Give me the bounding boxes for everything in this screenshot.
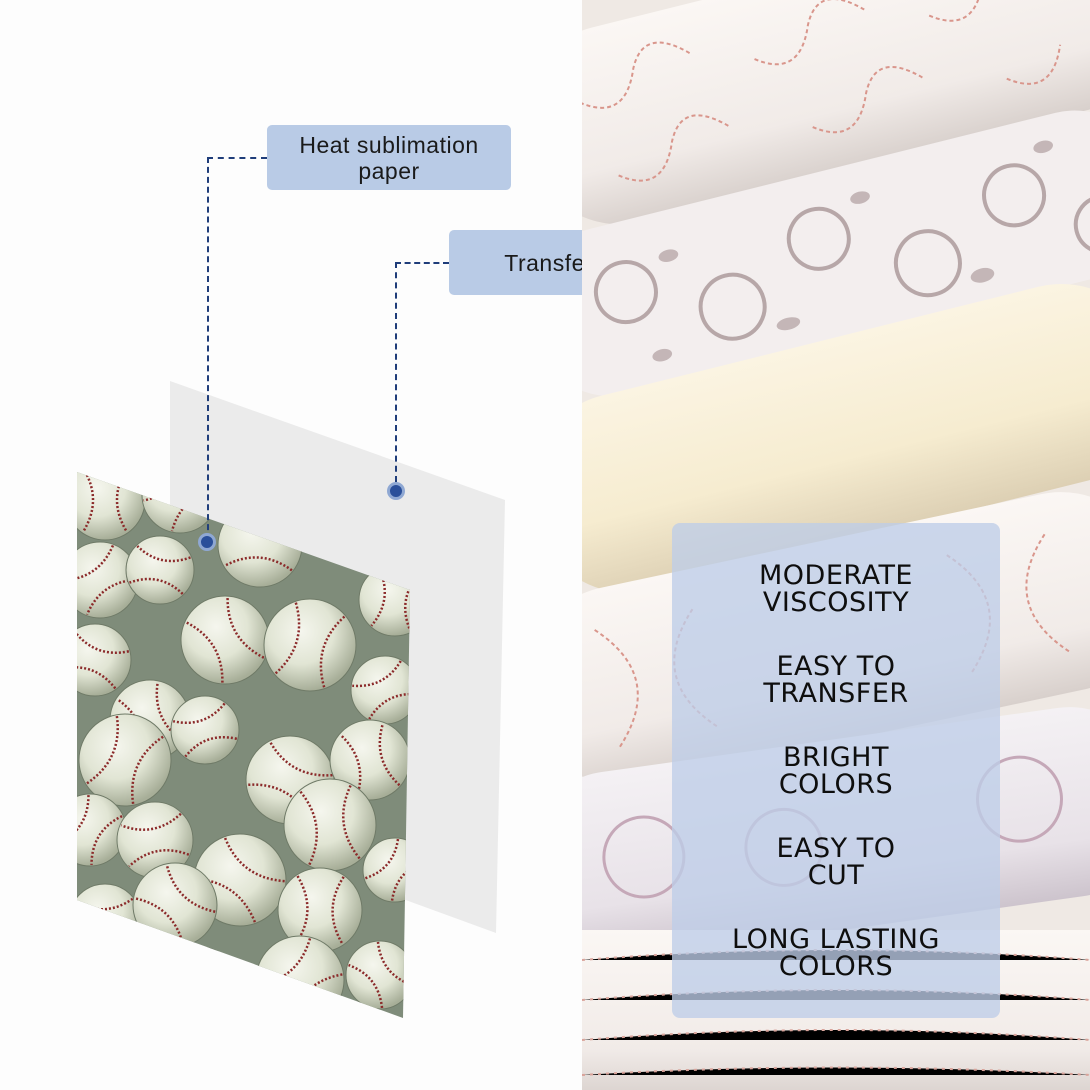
baseball [329, 719, 410, 801]
baseball [180, 595, 270, 685]
baseball [77, 541, 139, 619]
baseball [161, 946, 239, 1018]
paper-marker-dot [198, 533, 216, 551]
layer-diagram [77, 381, 505, 1018]
baseball [125, 535, 195, 605]
baseball [78, 713, 172, 807]
baseball [345, 940, 410, 1010]
baseball [77, 883, 142, 957]
film-leader-horizontal [395, 262, 449, 264]
baseball [362, 837, 410, 903]
paper-leader-vertical [207, 157, 209, 540]
baseball [170, 695, 240, 765]
film-leader-vertical [395, 262, 397, 482]
baseball [263, 598, 357, 692]
baseball [350, 655, 410, 725]
roll-plain-cream [582, 283, 1090, 593]
baseball [77, 623, 132, 697]
baseball [132, 862, 218, 948]
baseball [77, 793, 127, 867]
baseball [255, 935, 345, 1018]
baseball [283, 778, 377, 872]
baseball [77, 472, 146, 541]
paper-leader-horizontal [207, 157, 267, 159]
baseball [116, 801, 194, 879]
roll-chevron [582, 0, 1090, 225]
roll-leopard-baseball [582, 110, 1090, 397]
film-marker-dot [387, 482, 405, 500]
